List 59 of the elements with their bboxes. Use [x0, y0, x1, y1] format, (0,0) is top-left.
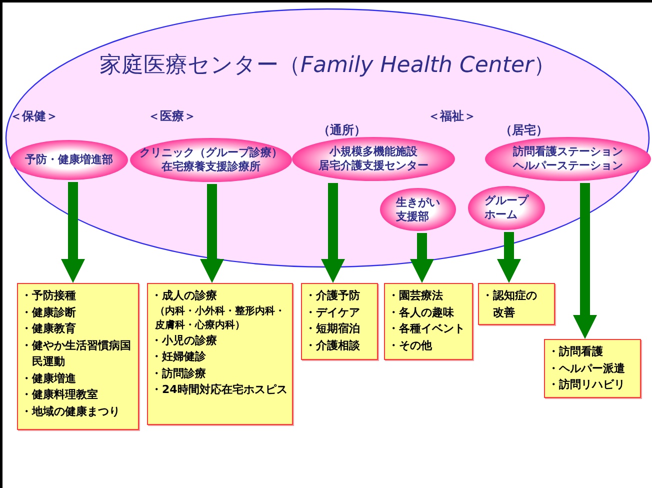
list-item: ・地域の健康まつり: [21, 404, 121, 420]
list-item: ・ヘルパー派遣: [548, 360, 626, 376]
list-item: ・介護予防: [305, 288, 361, 304]
list-item: ・訪問診療: [151, 366, 207, 382]
service-ellipse: [292, 137, 455, 181]
service-list-box: [384, 283, 473, 360]
service-name: 予防・健康増進部: [25, 153, 113, 167]
center-ellipse: [5, 8, 650, 268]
list-item: ・訪問リハビリ: [548, 377, 626, 393]
service-ellipse: [485, 137, 651, 181]
service-ellipse: [468, 186, 545, 230]
list-item: ・短期宿泊: [305, 321, 361, 337]
service-ellipse: [380, 188, 456, 231]
list-item: ・各人の趣味: [388, 304, 455, 320]
arrow: [497, 232, 521, 283]
arrow: [410, 233, 434, 283]
service-name: 訪問看護ステーション: [513, 145, 623, 159]
list-item: ・健康料理教室: [21, 387, 99, 403]
list-item: ・小児の診療: [151, 332, 218, 348]
list-item: ・健康診断: [21, 304, 77, 320]
center-name: 家庭医療センター（Family Health Center）: [99, 52, 556, 80]
category-label: （居宅）: [500, 122, 548, 139]
list-item: ・健康教育: [21, 321, 77, 337]
service-name: グループホーム: [484, 194, 528, 222]
list-item: ・介護相談: [305, 338, 361, 354]
list-item: ・その他: [388, 338, 433, 354]
service-ellipse: [130, 138, 292, 182]
list-item: （内科・小外科・整形内科・皮膚科・心療内科）: [154, 304, 286, 332]
service-name: クリニック（グループ診療）: [140, 146, 282, 160]
list-item: ・訪問看護: [548, 344, 604, 360]
category-label: ＜医療＞: [148, 108, 196, 125]
list-item: ・24時間対応在宅ホスピス: [151, 382, 288, 398]
list-item: ・健康増進: [21, 370, 77, 386]
service-list-box: [147, 283, 293, 425]
category-label: （通所）: [318, 122, 366, 139]
service-name: 在宅療養支援診療所: [162, 160, 260, 174]
list-item: ・デイケア: [305, 304, 361, 320]
service-name: 居宅介護支援センター: [318, 159, 428, 173]
list-item: ・認知症の改善: [482, 288, 538, 320]
service-list-box: [17, 283, 139, 430]
service-list-box: [478, 283, 555, 325]
arrow: [321, 183, 345, 283]
list-item: ・健やか生活習慣病国民運動: [21, 338, 132, 370]
service-name: 小規模多機能施設: [330, 145, 418, 159]
service-name: 生きがい支援部: [396, 196, 440, 224]
list-item: ・妊婦健診: [151, 349, 207, 365]
service-name: ヘルパーステーション: [513, 159, 623, 173]
category-label: ＜福祉＞: [428, 108, 476, 125]
arrow: [61, 182, 85, 283]
arrow: [573, 183, 597, 339]
list-item: ・成人の診療: [151, 288, 218, 304]
category-label: ＜保健＞: [10, 108, 58, 125]
arrow: [200, 184, 224, 283]
list-item: ・園芸療法: [388, 288, 444, 304]
list-item: ・予防接種: [21, 288, 77, 304]
service-list-box: [544, 339, 641, 398]
list-item: ・各種イベント: [388, 321, 466, 337]
service-list-box: [301, 283, 378, 360]
service-ellipse: [10, 140, 128, 180]
